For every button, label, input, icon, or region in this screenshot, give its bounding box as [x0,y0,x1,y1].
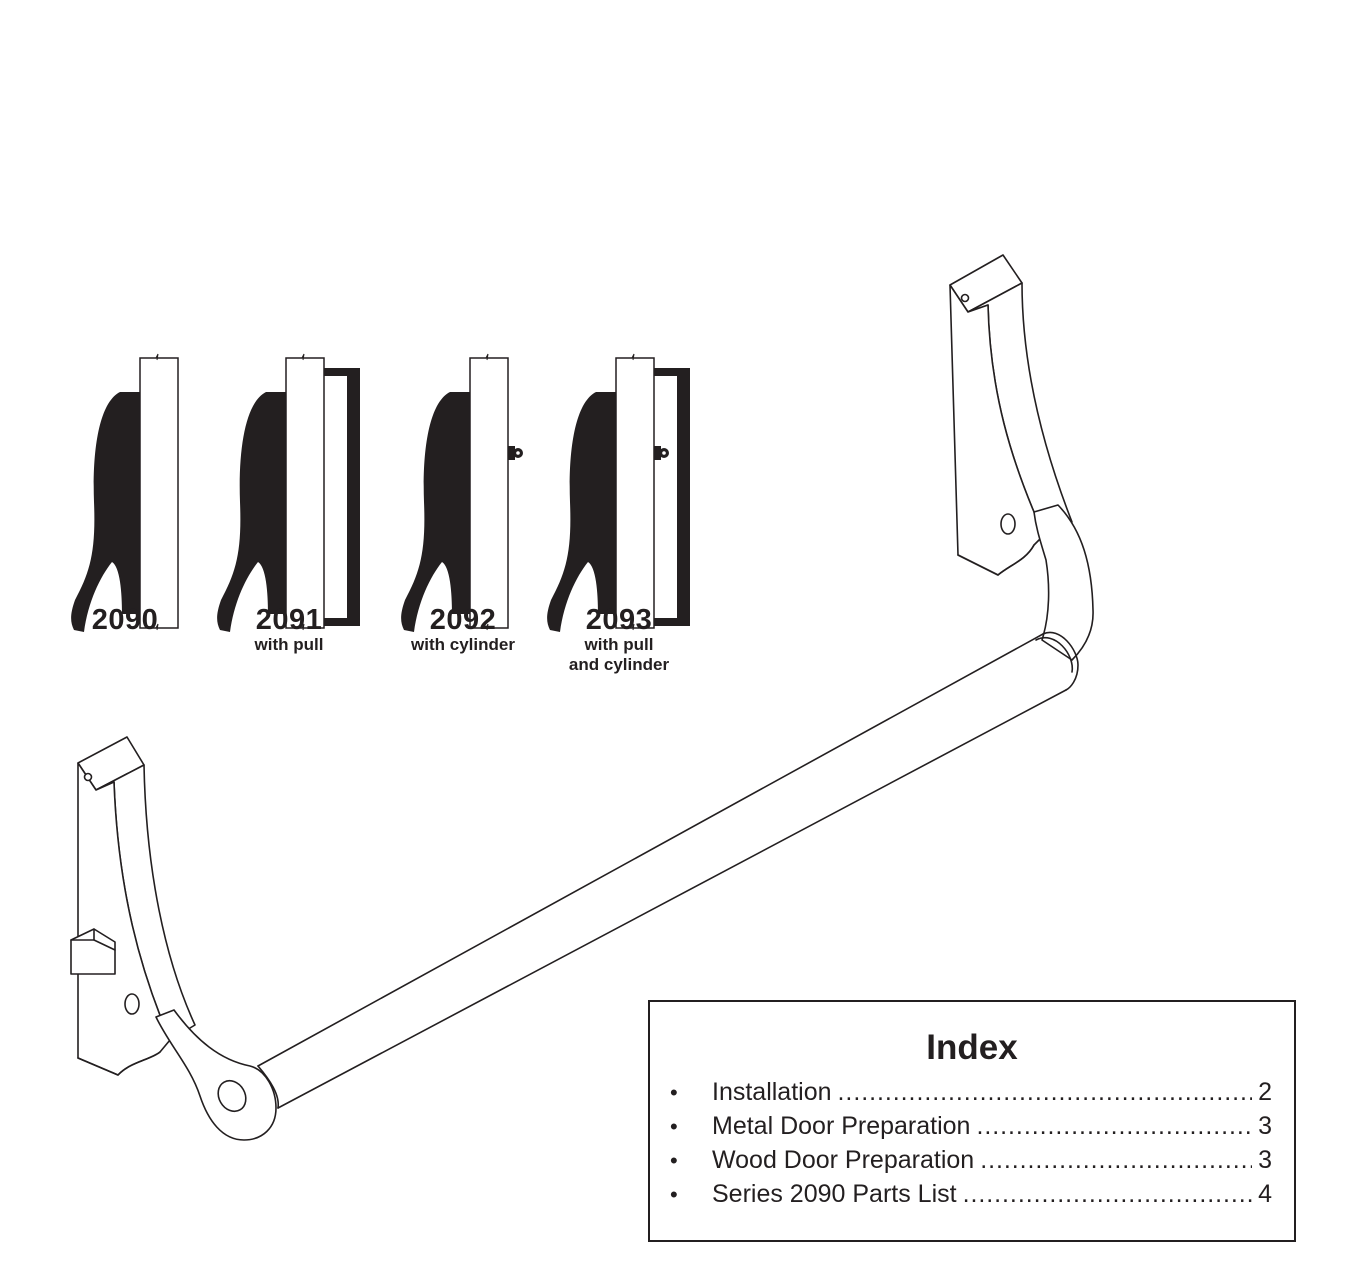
model-2090-drawing [70,353,179,633]
index-item-label: Series 2090 Parts List [712,1180,957,1208]
model-description: with cylinder [411,635,515,654]
index-item[interactable]: • Series 2090 Parts List 4 [670,1177,1272,1211]
index-item-page: 3 [1258,1146,1272,1174]
model-description: and cylinder [568,655,670,674]
bullet-icon: • [670,1182,678,1207]
model-description: with pull [584,635,654,654]
index-item[interactable]: • Wood Door Preparation 3 [670,1143,1272,1177]
index-item[interactable]: • Metal Door Preparation 3 [670,1109,1272,1143]
index-item-label: Metal Door Preparation [712,1112,971,1140]
push-bar-drawing [70,254,1094,1141]
model-2091-label: 2091 with pull [204,605,374,655]
bullet-icon: • [670,1080,678,1105]
model-2092-drawing [400,353,523,633]
model-2092-label: 2092 with cylinder [378,605,548,655]
dot-leader [838,1075,1253,1109]
dot-leader [963,1177,1253,1211]
index-title: Index [926,1028,1018,1067]
model-2093-drawing [546,353,690,633]
model-2090-label: 2090 [40,605,210,635]
index-list: • Installation 2 • Metal Door Preparatio… [670,1075,1272,1211]
index-item-page: 3 [1258,1112,1272,1140]
model-number: 2090 [91,604,159,636]
index-item-label: Wood Door Preparation [712,1146,975,1174]
model-2091-drawing [216,353,360,633]
index-box: Index • Installation 2 • Metal Door Prep… [648,1000,1296,1242]
index-item-label: Installation [712,1078,832,1106]
dot-leader [976,1109,1252,1143]
index-item-page: 2 [1258,1078,1272,1106]
bullet-icon: • [670,1114,678,1139]
dot-leader [980,1143,1252,1177]
index-item-page: 4 [1258,1180,1272,1208]
model-description: with pull [254,635,324,654]
model-2093-label: 2093 with pull and cylinder [534,605,704,675]
model-number: 2091 [255,604,323,636]
bullet-icon: • [670,1148,678,1173]
model-number: 2092 [429,604,497,636]
model-number: 2093 [585,604,653,636]
index-item[interactable]: • Installation 2 [670,1075,1272,1109]
